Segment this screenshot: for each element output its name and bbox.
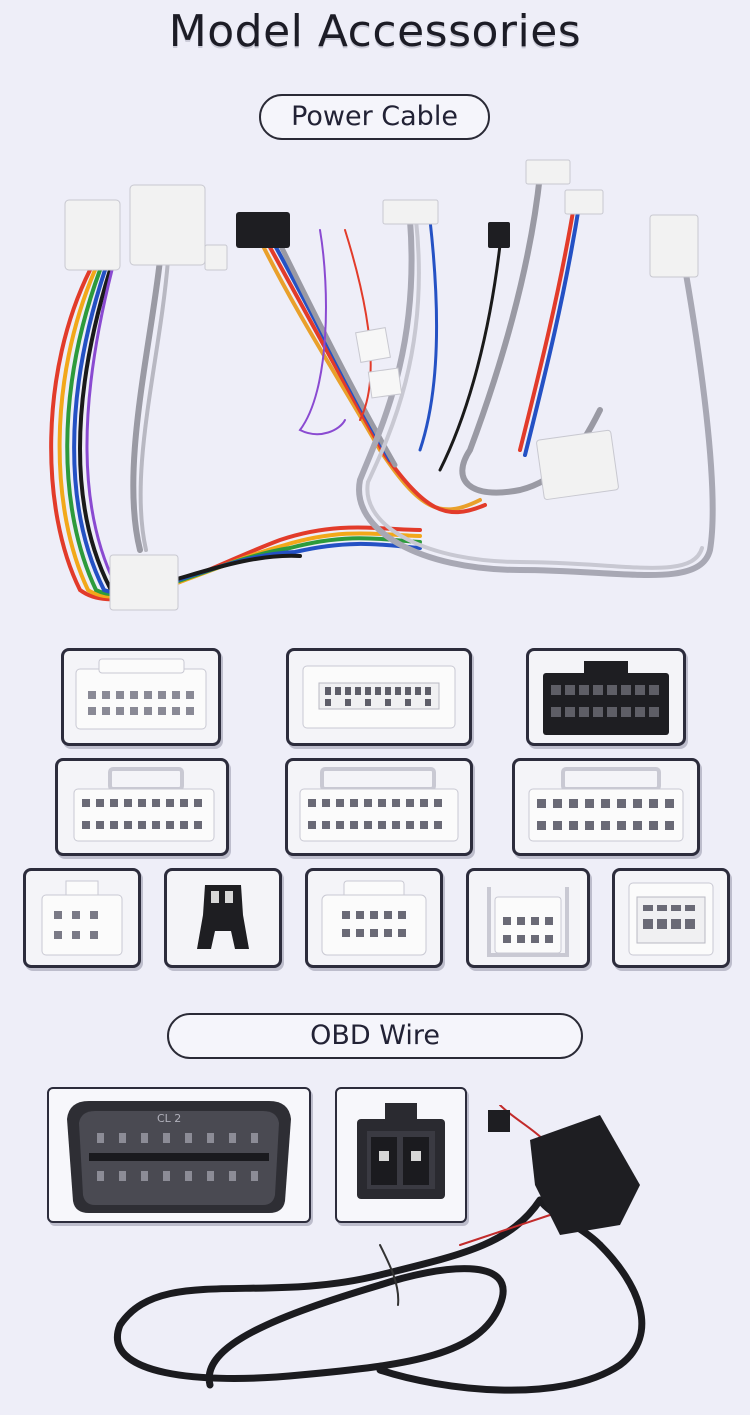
connector-card-7: [23, 868, 141, 968]
connector-card-3: [526, 648, 686, 746]
obd-plug-card: [335, 1087, 467, 1223]
obd-wire-label: OBD Wire: [167, 1013, 583, 1059]
power-cable-label: Power Cable: [259, 94, 490, 140]
power-cable-harness-image: [49, 159, 716, 611]
connector-card-5: [285, 758, 473, 856]
connector-card-9: [305, 868, 443, 968]
connector-card-6: [512, 758, 700, 856]
connector-card-8: [164, 868, 282, 968]
page-title: Model Accessories: [168, 6, 582, 57]
obd-connector-front-card: CL 2: [47, 1087, 311, 1223]
connector-card-4: [55, 758, 229, 856]
connector-card-11: [612, 868, 730, 968]
obd-wire-cable-image: [114, 1105, 646, 1394]
connector-card-10: [466, 868, 590, 968]
connector-card-1: [61, 648, 221, 746]
connector-card-2: [286, 648, 472, 746]
obd-marking: CL 2: [157, 1112, 181, 1125]
